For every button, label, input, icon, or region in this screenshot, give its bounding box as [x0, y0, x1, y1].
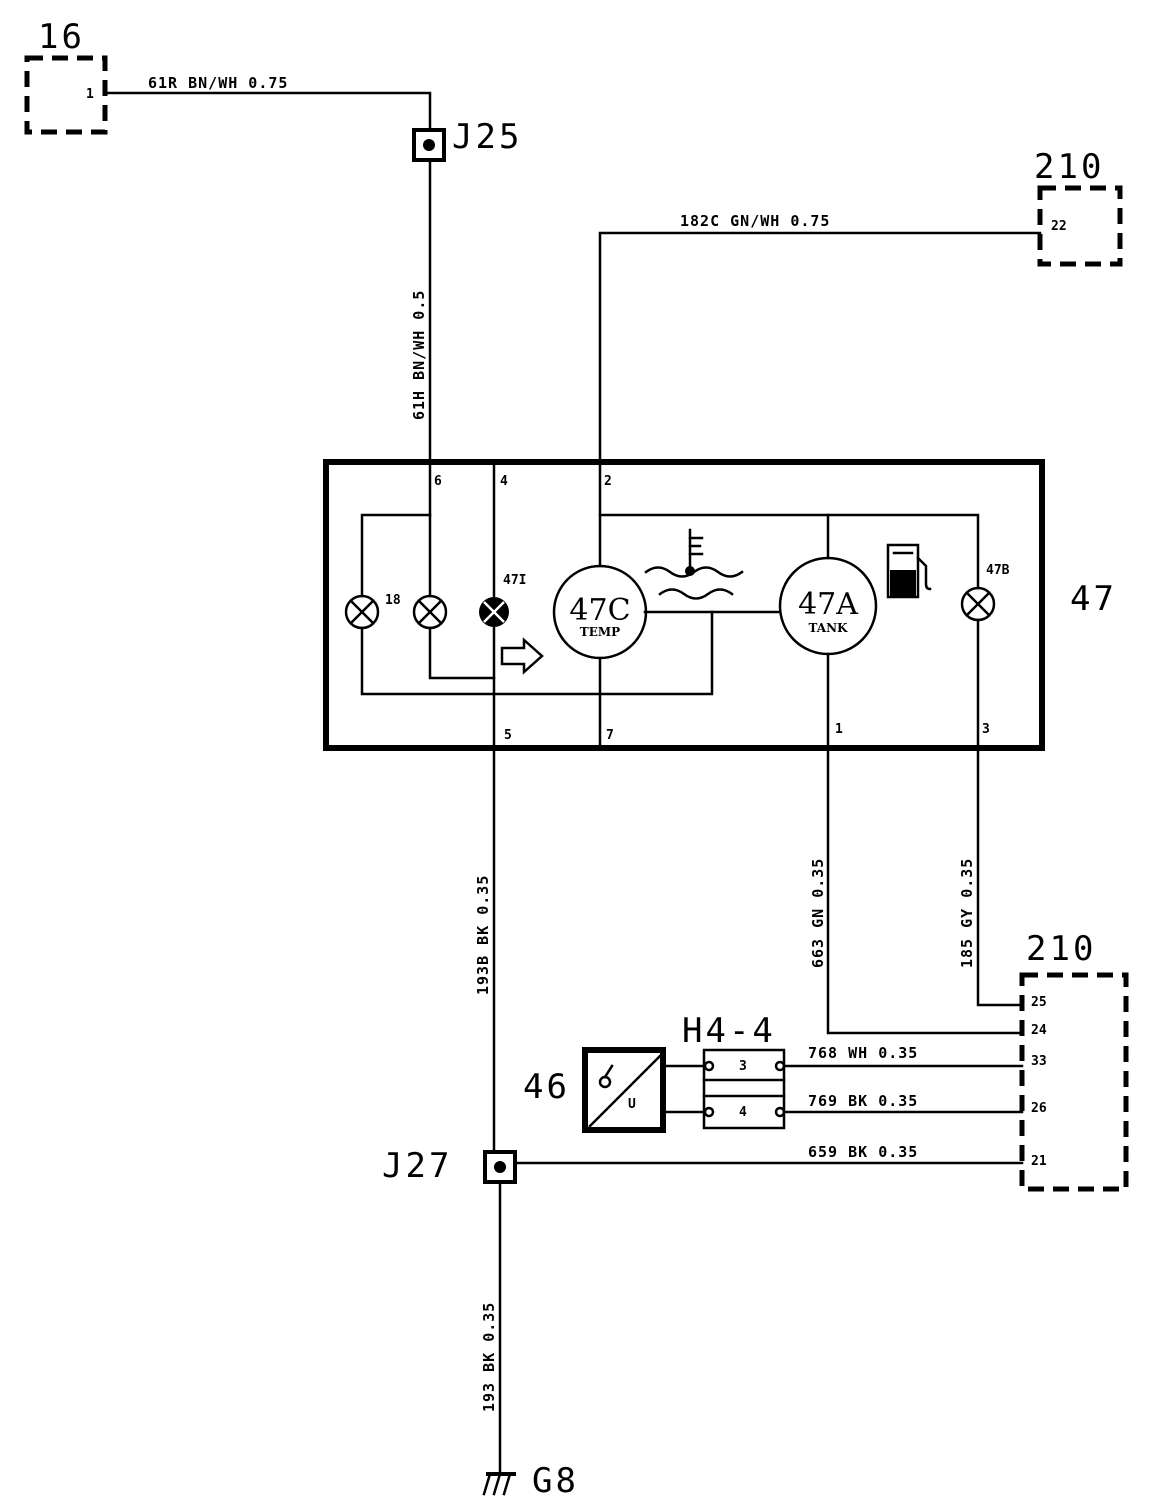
lamp-47i-cross-b [483, 601, 505, 623]
lamp-47b-cross-b [965, 591, 991, 617]
cluster-pin-1: 1 [835, 722, 843, 737]
connector-210-bottom-outline [1019, 972, 1129, 1192]
internal-wire-top-bus [598, 513, 980, 590]
wire-768-label: 768 WH 0.35 [808, 1044, 918, 1062]
connector-16-outline [24, 55, 108, 135]
gauge-47a-sublabel: TANK [809, 621, 849, 635]
instrument-cluster-47: 47 6 4 2 5 7 1 3 18 [323, 459, 1117, 751]
connector-210-pin-21: 21 [1031, 1154, 1047, 1169]
lamp-18: 18 [385, 593, 448, 630]
lamp-47i-label: 47I [503, 573, 526, 588]
connector-h4-4-pin-4-label: 4 [739, 1105, 747, 1120]
wire-185 [976, 746, 1024, 1007]
connector-210-pin-33: 33 [1031, 1054, 1047, 1069]
ground-g8-label: G8 [532, 1461, 579, 1501]
gauge-47a-circle [778, 556, 878, 656]
sensor-46-probe-line [603, 1064, 614, 1079]
sensor-46: U 46 [523, 1047, 666, 1133]
connector-h4-4: 3 4 H4-4 [682, 1011, 786, 1130]
connector-16-pin-1: 1 [86, 87, 94, 102]
wire-61r-label: 61R BN/WH 0.75 [148, 74, 288, 92]
wire-663-label: 663 GN 0.35 [809, 858, 827, 968]
connector-h4-4-outline [702, 1048, 786, 1130]
sensor-46-label: 46 [523, 1067, 570, 1107]
coolant-temp-icon [644, 528, 744, 600]
cluster-pin-7: 7 [606, 728, 614, 743]
sensor-46-probe-icon [598, 1075, 612, 1089]
internal-wire-lamp18-return [428, 626, 496, 680]
splice-j27: J27 [382, 1146, 517, 1186]
wire-663 [826, 746, 1024, 1035]
lamp-left-cross-b [349, 599, 375, 625]
lamp-47b-label: 47B [986, 563, 1010, 578]
wire-193-label: 193 BK 0.35 [480, 1302, 498, 1412]
connector-h4-4-pin-3-left [703, 1060, 715, 1072]
internal-wire-pin6-left [360, 460, 432, 598]
connector-h4-4-pin-4-left [703, 1106, 715, 1118]
gauge-47c-temp: 47C TEMP [552, 564, 648, 660]
internal-wire-lamp-return [360, 610, 714, 696]
fuel-pump-icon [886, 543, 932, 599]
splice-j27-dot [494, 1161, 506, 1173]
splice-j25-dot [423, 139, 435, 151]
lamp-47b: 47B [960, 563, 1010, 622]
coolant-wave-1 [644, 566, 744, 578]
connector-210-pin-22: 22 [1051, 219, 1067, 234]
instrument-cluster-outline [323, 459, 1045, 751]
turn-arrow-icon [500, 637, 544, 675]
connector-16: 16 1 [24, 17, 108, 135]
cluster-pin-4: 4 [500, 474, 508, 489]
lamp-left-circle [344, 594, 380, 630]
wire-769-label: 769 BK 0.35 [808, 1092, 918, 1110]
ground-g8-tick-2 [492, 1472, 502, 1496]
lamp-18-label: 18 [385, 593, 401, 608]
wire-659-label: 659 BK 0.35 [808, 1143, 918, 1161]
ground-g8-tick-3 [502, 1472, 512, 1496]
connector-210-bottom-label: 210 [1026, 929, 1096, 969]
connector-h4-4-pin-3-label: 3 [739, 1059, 747, 1074]
gauge-47c-label: 47C [569, 593, 630, 628]
lamp-left [344, 594, 380, 630]
connector-210-top: 210 22 [1034, 147, 1123, 267]
fuel-pump-hose [916, 556, 932, 591]
sensor-46-box [582, 1047, 666, 1133]
instrument-cluster-label: 47 [1070, 579, 1117, 619]
sensor-46-u-label: U [628, 1097, 636, 1112]
wire-61h-label: 61H BN/WH 0.5 [410, 290, 428, 420]
wire-61r [103, 91, 432, 132]
cluster-pin-6: 6 [434, 474, 442, 489]
connector-210-pin-25: 25 [1031, 995, 1047, 1010]
connector-210-top-label: 210 [1034, 147, 1104, 187]
cluster-pin-2: 2 [604, 474, 612, 489]
lamp-18-cross-b [417, 599, 443, 625]
wire-193b-label: 193B BK 0.35 [474, 875, 492, 995]
gauge-47a-label: 47A [798, 587, 858, 622]
fuel-pump-fill [890, 570, 916, 597]
lamp-47b-circle [960, 586, 996, 622]
wire-185-label: 185 GY 0.35 [958, 858, 976, 968]
cluster-pin-3: 3 [982, 722, 990, 737]
connector-16-label: 16 [38, 17, 85, 57]
cluster-pin-5: 5 [504, 728, 512, 743]
gauge-47a-tank: 47A TANK [778, 556, 878, 656]
splice-j27-label: J27 [382, 1146, 452, 1186]
connector-210-bottom: 210 25 24 33 26 21 [1019, 929, 1129, 1192]
wire-182c [598, 231, 1042, 464]
lamp-47i: 47I [479, 573, 526, 627]
wire-182c-label: 182C GN/WH 0.75 [680, 212, 830, 230]
splice-j25-label: J25 [452, 117, 522, 157]
ground-g8-tick-1 [482, 1472, 492, 1496]
connector-210-pin-24: 24 [1031, 1023, 1047, 1038]
coolant-wave-2 [658, 588, 734, 600]
lamp-18-circle [412, 594, 448, 630]
gauge-47c-circle [552, 564, 648, 660]
connector-210-top-outline [1037, 185, 1123, 267]
gauge-47c-sublabel: TEMP [580, 625, 620, 639]
connector-h4-4-label: H4-4 [682, 1011, 776, 1051]
connector-210-pin-26: 26 [1031, 1101, 1047, 1116]
sensor-46-diagonal [588, 1054, 662, 1128]
ground-g8: G8 [482, 1461, 579, 1501]
